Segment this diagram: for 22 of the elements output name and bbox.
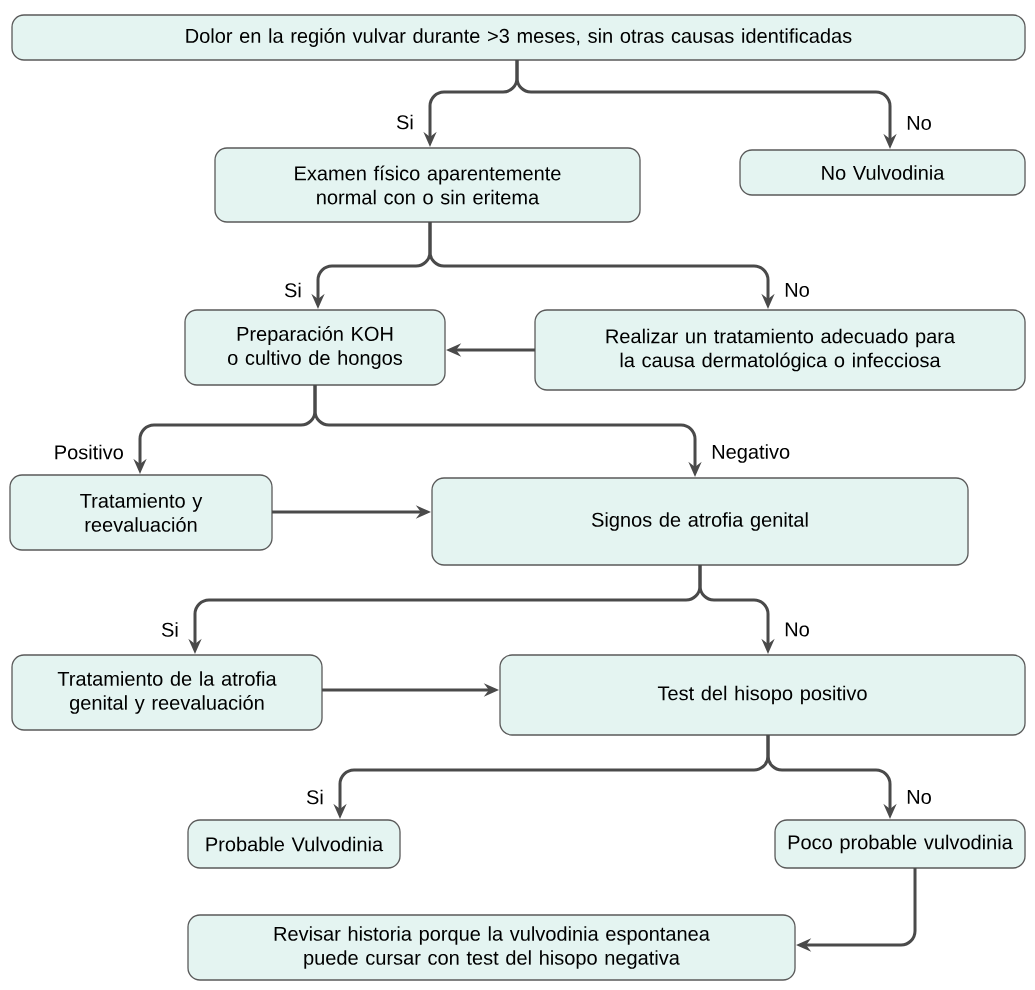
flow-box: Poco probable vulvodinia — [774, 819, 1026, 869]
flow-box: Tratamiento de la atrofia genital y reevaluación — [11, 654, 323, 731]
edge-label: No — [785, 622, 809, 637]
edge-label: Si — [396, 114, 413, 130]
edge-label: No — [785, 283, 809, 297]
edge-label: Si — [284, 282, 301, 298]
edge-label: Positivo — [55, 444, 123, 460]
flow-box: No Vulvodinia — [739, 149, 1026, 196]
flow-box: Dolor en la región vulvar durante >3 meses, sin otras causas identificadas — [11, 14, 1026, 61]
edge-label: Si — [306, 789, 323, 805]
flow-box: Signos de atrofia genital — [431, 477, 969, 566]
flow-box: Tratamiento y reevaluación — [9, 474, 273, 551]
edge-label: Si — [161, 622, 178, 637]
edge-label: Negativo — [712, 444, 790, 463]
flow-box: Preparación KOH o cultivo de hongos — [184, 309, 446, 386]
flow-box: Revisar historia porque la vulvodinia espontanea puede cursar con test del hisopo negativa — [187, 914, 796, 981]
flow-box: Probable Vulvodinia — [187, 819, 401, 869]
flow-box: Test del hisopo positivo — [499, 654, 1026, 736]
flow-box: Realizar un tratamiento adecuado para la causa dermatológica o infecciosa — [534, 309, 1026, 391]
flow-box: Examen físico aparentemente normal con o sin eritema — [214, 147, 641, 223]
edge-label: No — [907, 790, 931, 804]
edge-label: No — [907, 116, 931, 130]
